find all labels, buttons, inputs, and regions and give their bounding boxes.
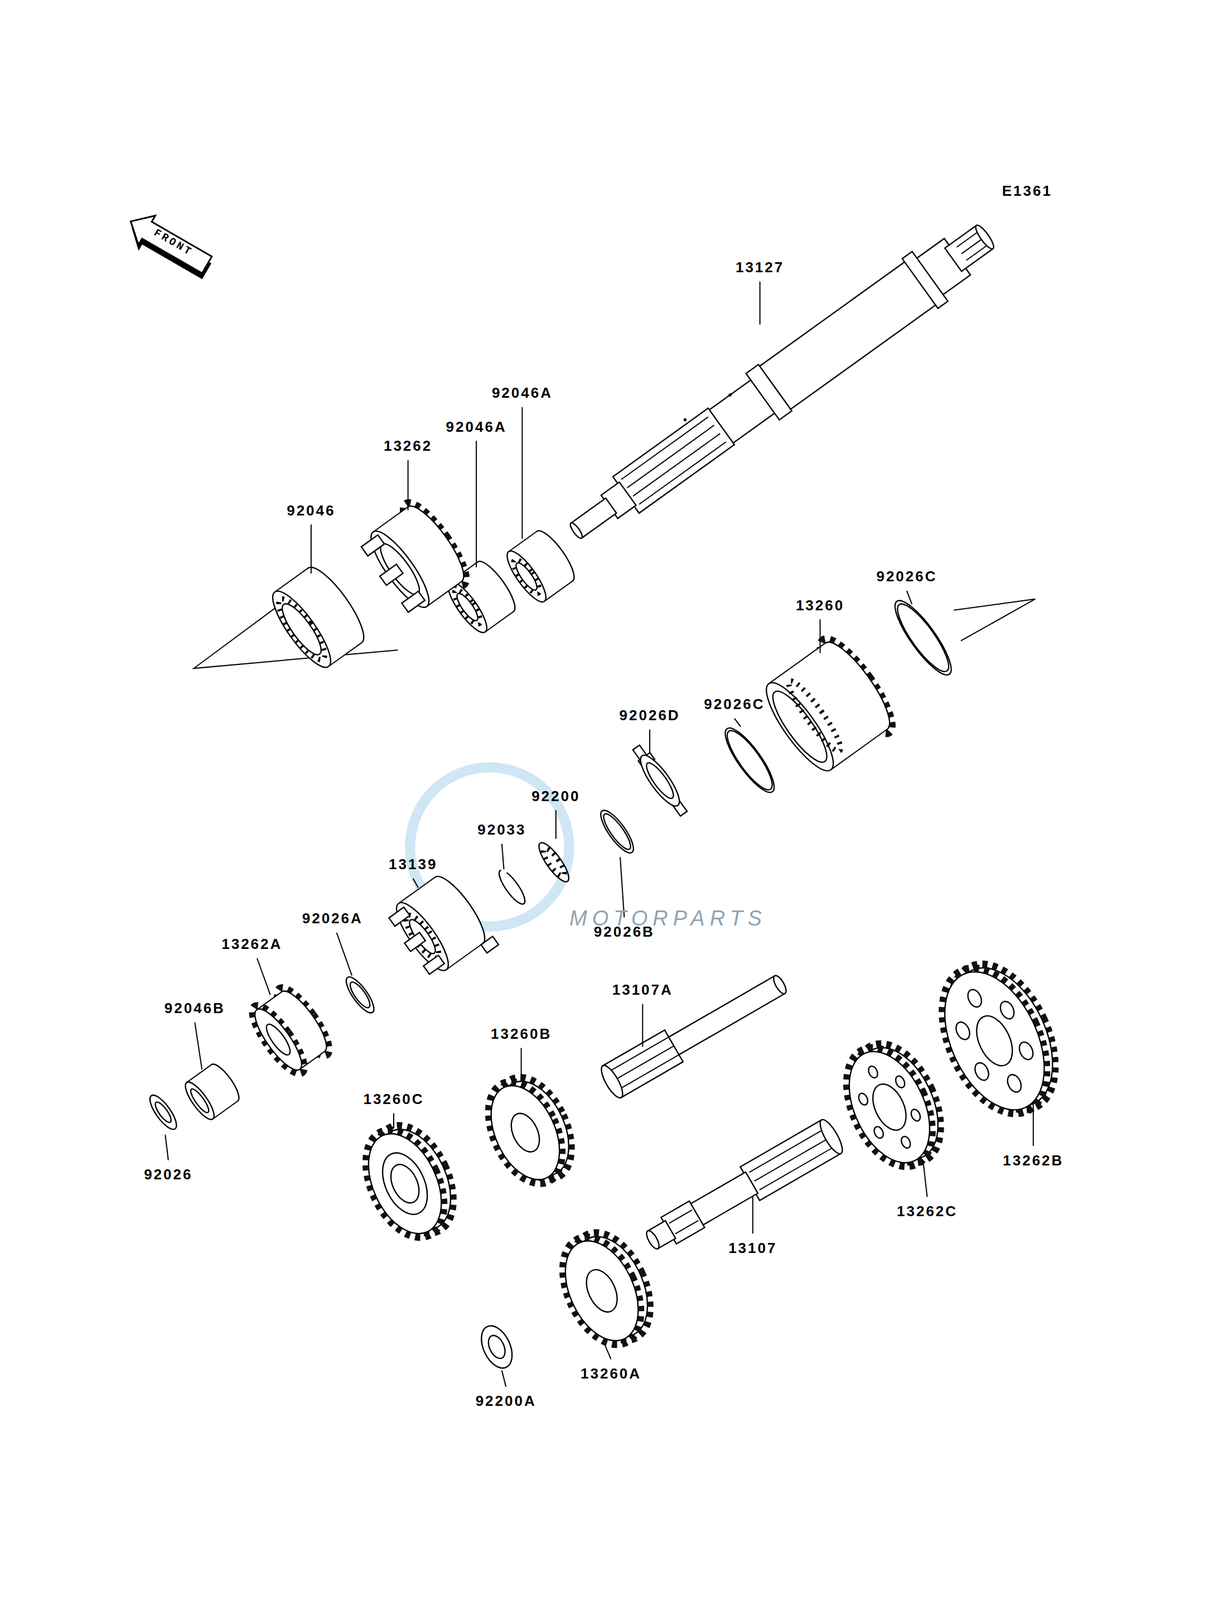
callout-number: 13262 xyxy=(383,438,433,453)
callout-number: 92200 xyxy=(531,788,580,804)
callout-number: 13262A xyxy=(221,936,283,951)
callout-number: 92026D xyxy=(619,707,681,723)
callout-number: 92026 xyxy=(143,1166,193,1182)
callout-number: 92026C xyxy=(703,696,765,712)
callout-number: 92046A xyxy=(491,385,553,400)
callout-number: 92046A xyxy=(446,419,507,434)
callout-number: 13260A xyxy=(580,1365,642,1381)
callout-number: 92033 xyxy=(477,822,526,837)
watermark: MOTORPARTS xyxy=(569,907,767,929)
callout-number: 13262B xyxy=(1002,1152,1064,1168)
callout-number: 13139 xyxy=(388,856,438,872)
callout-number: 92046B xyxy=(164,1000,226,1015)
callout-number: 13107A xyxy=(612,982,674,997)
callout-number: 92046 xyxy=(286,503,336,518)
callout-number: 13260B xyxy=(490,1026,552,1041)
callout-number: 92026C xyxy=(876,568,937,584)
callout-number: 13127 xyxy=(735,259,785,275)
drawing-code: E1361 xyxy=(1002,183,1053,198)
callout-number: 13107 xyxy=(728,1240,777,1255)
callout-number: 92026A xyxy=(302,910,364,926)
callout-number: 13260C xyxy=(363,1091,424,1106)
callout-number: 13260 xyxy=(795,597,845,613)
callout-number: 92200A xyxy=(475,1393,537,1408)
front-indicator: FRONT xyxy=(152,227,195,259)
callout-number: 13262C xyxy=(896,1203,958,1218)
